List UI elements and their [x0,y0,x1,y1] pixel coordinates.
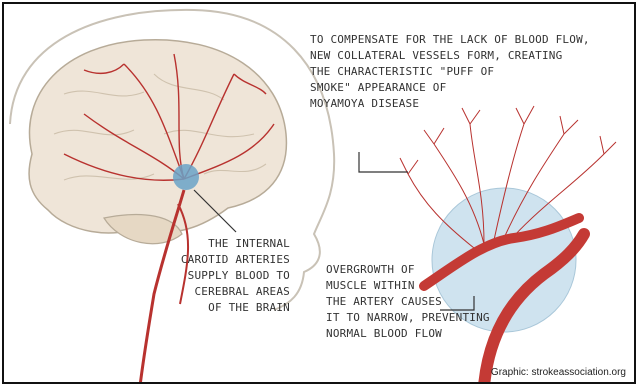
top-callout-line-1: TO COMPENSATE FOR THE LACK OF BLOOD FLOW… [310,32,590,48]
bottom-callout: OVERGROWTH OF MUSCLE WITHIN THE ARTERY C… [326,262,490,342]
bottom-callout-line-1: OVERGROWTH OF [326,262,490,278]
bottom-callout-line-4: IT TO NARROW, PREVENTING [326,310,490,326]
top-callout-line-3: THE CHARACTERISTIC "PUFF OF [310,64,590,80]
left-callout-line-4: CEREBRAL AREAS [180,284,290,300]
top-callout-line-4: SMOKE" APPEARANCE OF [310,80,590,96]
bottom-callout-line-2: MUSCLE WITHIN [326,278,490,294]
left-callout-line-1: THE INTERNAL [180,236,290,252]
top-callout-line-2: NEW COLLATERAL VESSELS FORM, CREATING [310,48,590,64]
left-callout-line-5: OF THE BRAIN [180,300,290,316]
bottom-callout-line-5: NORMAL BLOOD FLOW [326,326,490,342]
highlight-circle [173,164,199,190]
graphic-credit: Graphic: strokeassociation.org [491,367,626,378]
left-callout-line-2: CAROTID ARTERIES [180,252,290,268]
diagram-frame: TO COMPENSATE FOR THE LACK OF BLOOD FLOW… [2,2,636,384]
left-callout: THE INTERNAL CAROTID ARTERIES SUPPLY BLO… [180,236,290,316]
brain-shape [29,40,286,233]
top-callout-line-5: MOYAMOYA DISEASE [310,96,590,112]
bottom-callout-line-3: THE ARTERY CAUSES [326,294,490,310]
top-callout: TO COMPENSATE FOR THE LACK OF BLOOD FLOW… [310,32,590,112]
left-callout-line-3: SUPPLY BLOOD TO [180,268,290,284]
